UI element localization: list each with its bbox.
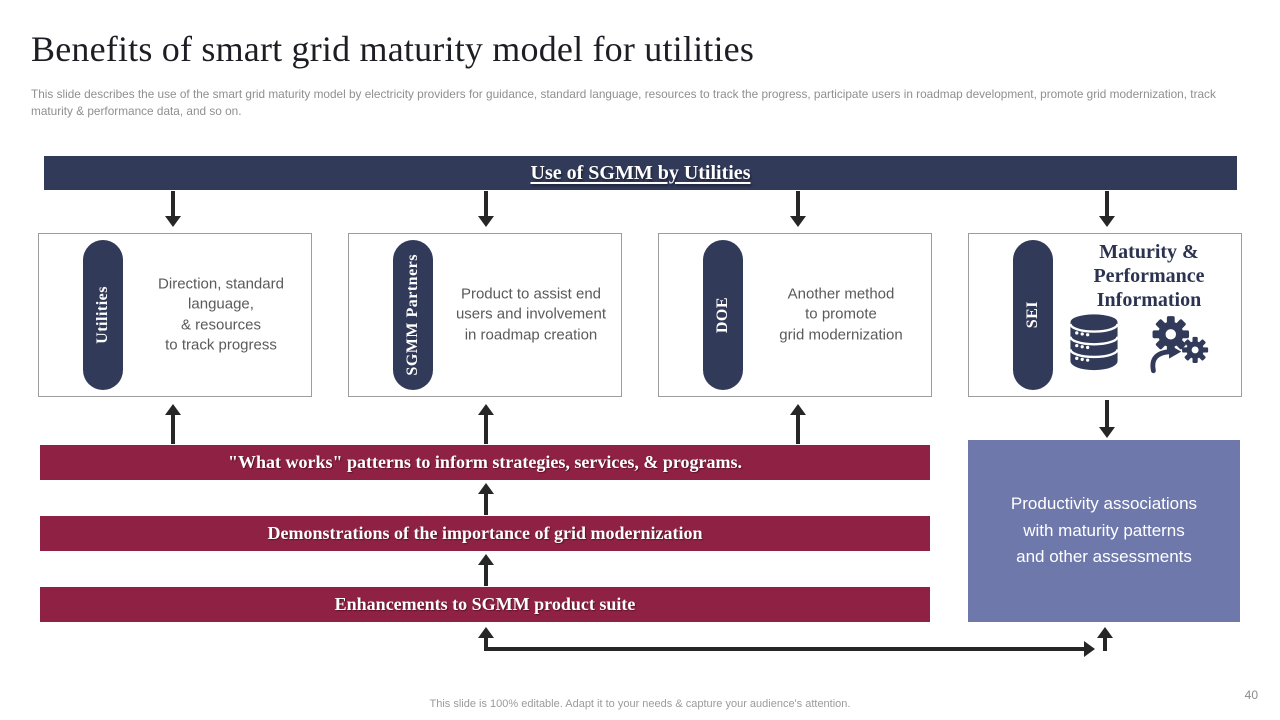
arrow-up-bar2-to-bar1 [484,493,488,515]
process-gears-icon [1150,316,1209,374]
arrow-up-connector-to-bar3 [484,637,488,651]
arrow-up-bar1-to-utilities [171,414,175,444]
arrow-down-banner-to-sgmm-partners [484,191,488,217]
connector-horizontal-line [485,647,1085,651]
side-box-productivity: Productivity associations with maturity … [968,440,1240,622]
card-sei-heading: Maturity & Performance Information [1093,241,1205,311]
card-sgmm-partners: SGMM Partners Product to assist end user… [348,233,622,397]
bar-label: Demonstrations of the importance of grid… [267,523,703,543]
side-box-label: Productivity associations with maturity … [1010,494,1198,567]
arrow-up-connector-to-side-box [1103,637,1107,651]
arrow-up-bar1-to-sgmm-partners [484,414,488,444]
database-icon [1069,314,1119,371]
card-doe: DOE Another method to promote grid moder… [658,233,932,397]
pill-label: DOE [714,296,731,334]
bar-what-works: "What works" patterns to inform strategi… [40,445,930,480]
arrow-down-banner-to-utilities [171,191,175,217]
pill-utilities: Utilities [83,240,123,390]
arrow-up-bar1-to-doe [796,414,800,444]
pill-sei: SEI [1013,240,1053,390]
pill-label: Utilities [94,286,111,344]
footer-note: This slide is 100% editable. Adapt it to… [429,698,851,710]
page-subtitle: This slide describes the use of the smar… [31,87,1216,118]
bar-demonstrations: Demonstrations of the importance of grid… [40,516,930,551]
card-doe-text: Another method to promote grid moderniza… [779,285,903,344]
banner-use-of-sgmm: Use of SGMM by Utilities [44,156,1237,190]
arrow-up-bar3-to-bar2 [484,564,488,586]
page-title: Benefits of smart grid maturity model fo… [31,29,755,69]
pill-label: SEI [1024,301,1041,329]
card-utilities-text: Direction, standard language, & resource… [158,275,284,354]
bar-enhancements: Enhancements to SGMM product suite [40,587,930,622]
arrow-down-sei-to-side-box [1105,400,1109,428]
page-number: 40 [1244,688,1258,702]
arrow-down-banner-to-sei [1105,191,1109,217]
pill-sgmm-partners: SGMM Partners [393,240,433,390]
card-sei-icons [1065,310,1237,376]
arrow-down-banner-to-doe [796,191,800,217]
card-sei: SEI Maturity & Performance Information [968,233,1242,397]
pill-doe: DOE [703,240,743,390]
banner-label: Use of SGMM by Utilities [530,161,751,184]
bar-label: "What works" patterns to inform strategi… [227,452,743,472]
bar-label: Enhancements to SGMM product suite [334,594,636,614]
card-sgmm-partners-text: Product to assist end users and involvem… [455,285,607,344]
card-utilities: Utilities Direction, standard language, … [38,233,312,397]
pill-label: SGMM Partners [404,254,421,376]
